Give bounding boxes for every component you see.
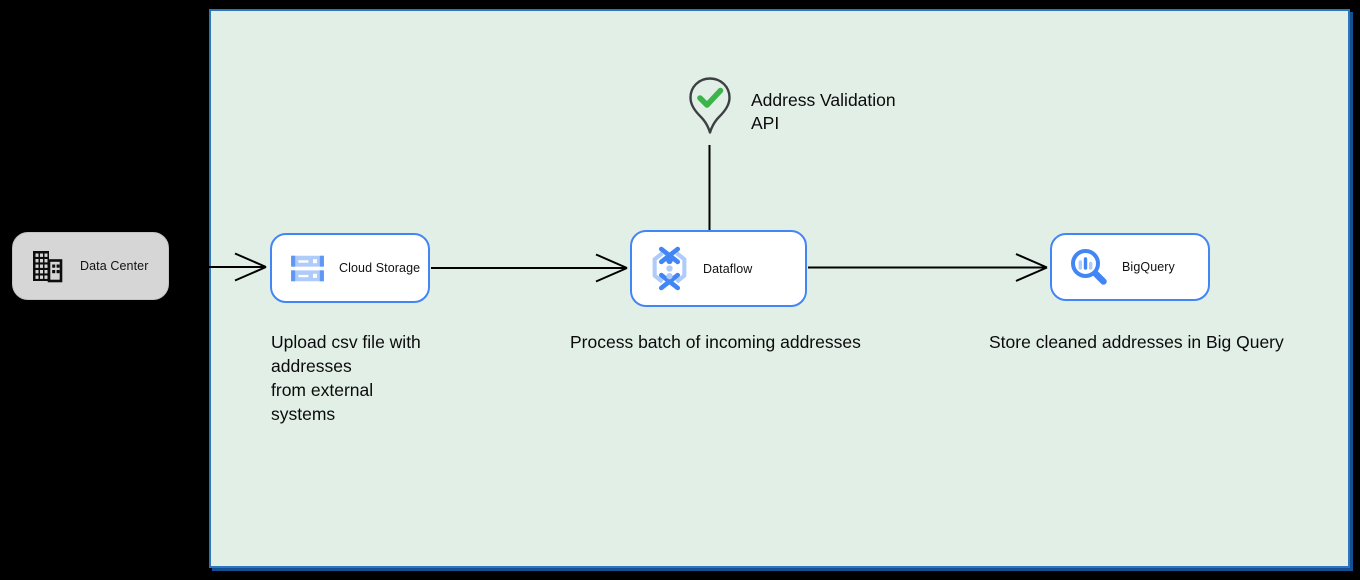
node-label-data-center: Data Center xyxy=(80,259,149,273)
cloud-storage-icon xyxy=(291,255,324,281)
node-label-cloud-storage: Cloud Storage xyxy=(339,261,421,275)
address-validation-line2: API xyxy=(751,113,780,133)
caption-upload-line2: addresses xyxy=(271,356,352,376)
node-bigquery: BigQuery xyxy=(1050,233,1210,301)
node-label-bigquery: BigQuery xyxy=(1122,260,1175,274)
building-icon xyxy=(33,251,63,283)
map-pin-check-icon xyxy=(687,76,733,136)
node-cloud-storage: Cloud Storage xyxy=(270,233,430,303)
caption-upload-line1: Upload csv file with xyxy=(271,332,421,352)
caption-upload-csv: Upload csv file with addresses from exte… xyxy=(271,330,421,426)
node-dataflow: Dataflow xyxy=(630,230,807,307)
caption-upload-line4: systems xyxy=(271,404,336,424)
dataflow-icon xyxy=(652,246,687,291)
address-validation-label: Address Validation API xyxy=(751,89,896,135)
node-label-dataflow: Dataflow xyxy=(703,261,753,276)
caption-store-bigquery: Store cleaned addresses in Big Query xyxy=(989,332,1284,352)
caption-process-batch: Process batch of incoming addresses xyxy=(570,332,861,352)
caption-upload-line3: from external xyxy=(271,380,374,400)
address-validation-line1: Address Validation xyxy=(751,90,896,110)
node-data-center: Data Center xyxy=(12,232,169,300)
bigquery-icon xyxy=(1071,249,1107,285)
